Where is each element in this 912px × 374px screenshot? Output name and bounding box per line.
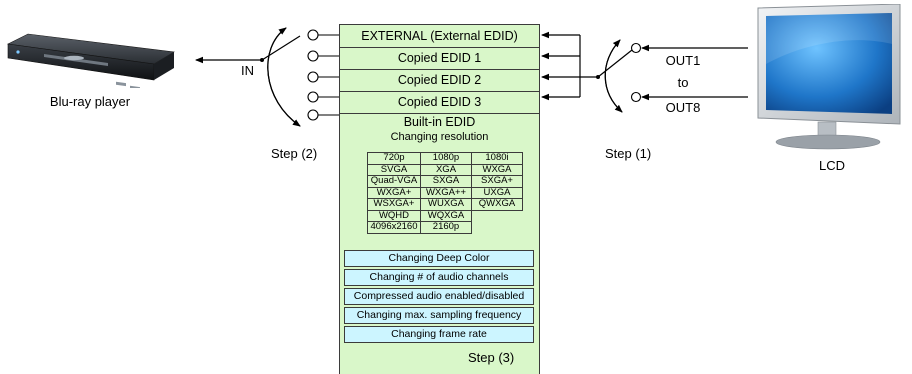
edid-panel: EXTERNAL (External EDID) Copied EDID 1 C… — [339, 24, 540, 374]
resolution-cell: UXGA — [472, 187, 523, 199]
step3-label: Step (3) — [468, 350, 514, 365]
edid-slot-copied-2: Copied EDID 2 — [340, 69, 539, 92]
resolution-cell: SXGA — [421, 176, 472, 188]
out-first-label: OUT1 — [666, 53, 701, 68]
feature-frame-rate: Changing frame rate — [344, 326, 534, 343]
step2-label: Step (2) — [271, 146, 317, 161]
resolution-subtitle: Changing resolution — [340, 131, 539, 143]
step1-label: Step (1) — [605, 146, 651, 161]
lcd-label: LCD — [819, 158, 845, 173]
lcd-monitor-icon — [752, 4, 902, 152]
resolution-cell: WUXGA — [421, 199, 472, 211]
edid-slot-copied-3: Copied EDID 3 — [340, 91, 539, 114]
resolution-cell: WXGA — [472, 164, 523, 176]
resolution-cell: WSXGA+ — [368, 199, 421, 211]
resolution-cell: 720p — [368, 153, 421, 165]
resolution-cell: WQXGA — [421, 210, 472, 222]
edid-slot-external: EXTERNAL (External EDID) — [340, 25, 539, 48]
resolution-cell: 4096x2160 — [368, 222, 421, 234]
copy-arrows — [542, 35, 598, 97]
resolution-cell: 2160p — [421, 222, 472, 234]
resolution-cell: QWXGA — [472, 199, 523, 211]
input-switch — [260, 28, 339, 126]
resolution-cell: WXGA+ — [368, 187, 421, 199]
resolution-cell: 1080p — [421, 153, 472, 165]
out-last-label: OUT8 — [666, 100, 701, 115]
resolution-cell: SXGA+ — [472, 176, 523, 188]
builtin-edid-title: Built-in EDID — [340, 115, 539, 129]
edid-slot-copied-1: Copied EDID 1 — [340, 47, 539, 70]
in-label: IN — [241, 63, 254, 78]
feature-audio-channels: Changing # of audio channels — [344, 269, 534, 286]
resolution-cell: XGA — [421, 164, 472, 176]
resolution-cell: WXGA++ — [421, 187, 472, 199]
resolution-cell — [472, 222, 523, 234]
player-label: Blu-ray player — [50, 94, 130, 109]
resolution-cell: SVGA — [368, 164, 421, 176]
feature-deep-color: Changing Deep Color — [344, 250, 534, 267]
resolution-cell: 1080i — [472, 153, 523, 165]
resolution-row: WXGA+WXGA++UXGA — [368, 187, 523, 199]
resolution-cell: Quad-VGA — [368, 176, 421, 188]
feature-sampling-frequency: Changing max. sampling frequency — [344, 307, 534, 324]
feature-compressed-audio: Compressed audio enabled/disabled — [344, 288, 534, 305]
resolution-cell — [472, 210, 523, 222]
bluray-player-icon — [4, 28, 176, 88]
resolution-cell: WQHD — [368, 210, 421, 222]
out-to-label: to — [678, 75, 689, 90]
